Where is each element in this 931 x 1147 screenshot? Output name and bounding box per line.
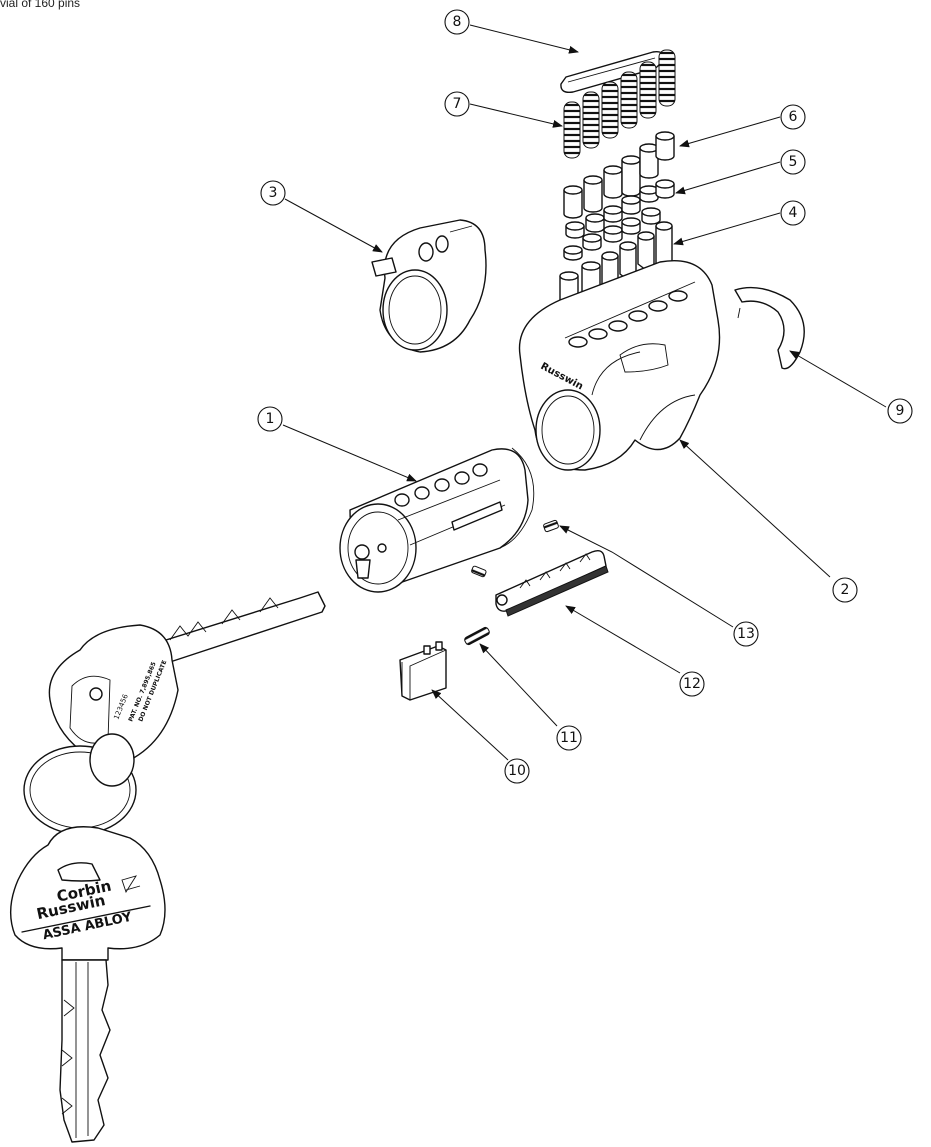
side-bar-spring [471, 565, 487, 578]
callout-9-label: 9 [896, 403, 905, 419]
callout-12: 12 [679, 671, 705, 697]
plug [339, 447, 535, 593]
key-ring [23, 733, 137, 835]
callout-5-label: 5 [789, 154, 798, 170]
callout-10-label: 10 [508, 763, 526, 779]
callout-2: 2 [832, 577, 858, 603]
key-upper: 123456 PAT. NO. 7,895,865 DO NOT DUPLICA… [48, 591, 326, 764]
callout-8-label: 8 [453, 14, 462, 30]
callout-3: 3 [260, 180, 286, 206]
spring-11 [464, 626, 490, 646]
callout-1: 1 [257, 406, 283, 432]
springs [563, 49, 676, 159]
callout-6-label: 6 [789, 109, 798, 125]
side-bar [495, 549, 609, 617]
callout-9: 9 [887, 398, 913, 424]
callout-3-label: 3 [269, 185, 278, 201]
callout-13-label: 13 [737, 626, 755, 642]
callout-8: 8 [444, 9, 470, 35]
callout-11-label: 11 [560, 730, 578, 746]
callout-1-label: 1 [266, 411, 275, 427]
callout-13: 13 [733, 621, 759, 647]
callout-12-label: 12 [683, 676, 701, 692]
callout-10: 10 [504, 758, 530, 784]
callout-5: 5 [780, 149, 806, 175]
callout-2-label: 2 [841, 582, 850, 598]
set-screw [543, 519, 559, 533]
callout-4: 4 [780, 200, 806, 226]
cam-collar [371, 219, 487, 353]
callout-7: 7 [444, 91, 470, 117]
callout-4-label: 4 [789, 205, 798, 221]
top-pins [563, 131, 675, 219]
cylinder-housing: Russwin [518, 260, 721, 471]
key-lower: Corbin Russwin ASSA ABLOY [10, 826, 166, 1143]
callout-11: 11 [556, 725, 582, 751]
leader-lines [282, 24, 887, 761]
callout-7-label: 7 [453, 96, 462, 112]
header-text: vial of 160 pins [0, 0, 81, 10]
retaining-clip [734, 286, 805, 370]
tailpiece-block [399, 641, 447, 701]
master-pins [565, 179, 675, 239]
callout-6: 6 [780, 104, 806, 130]
